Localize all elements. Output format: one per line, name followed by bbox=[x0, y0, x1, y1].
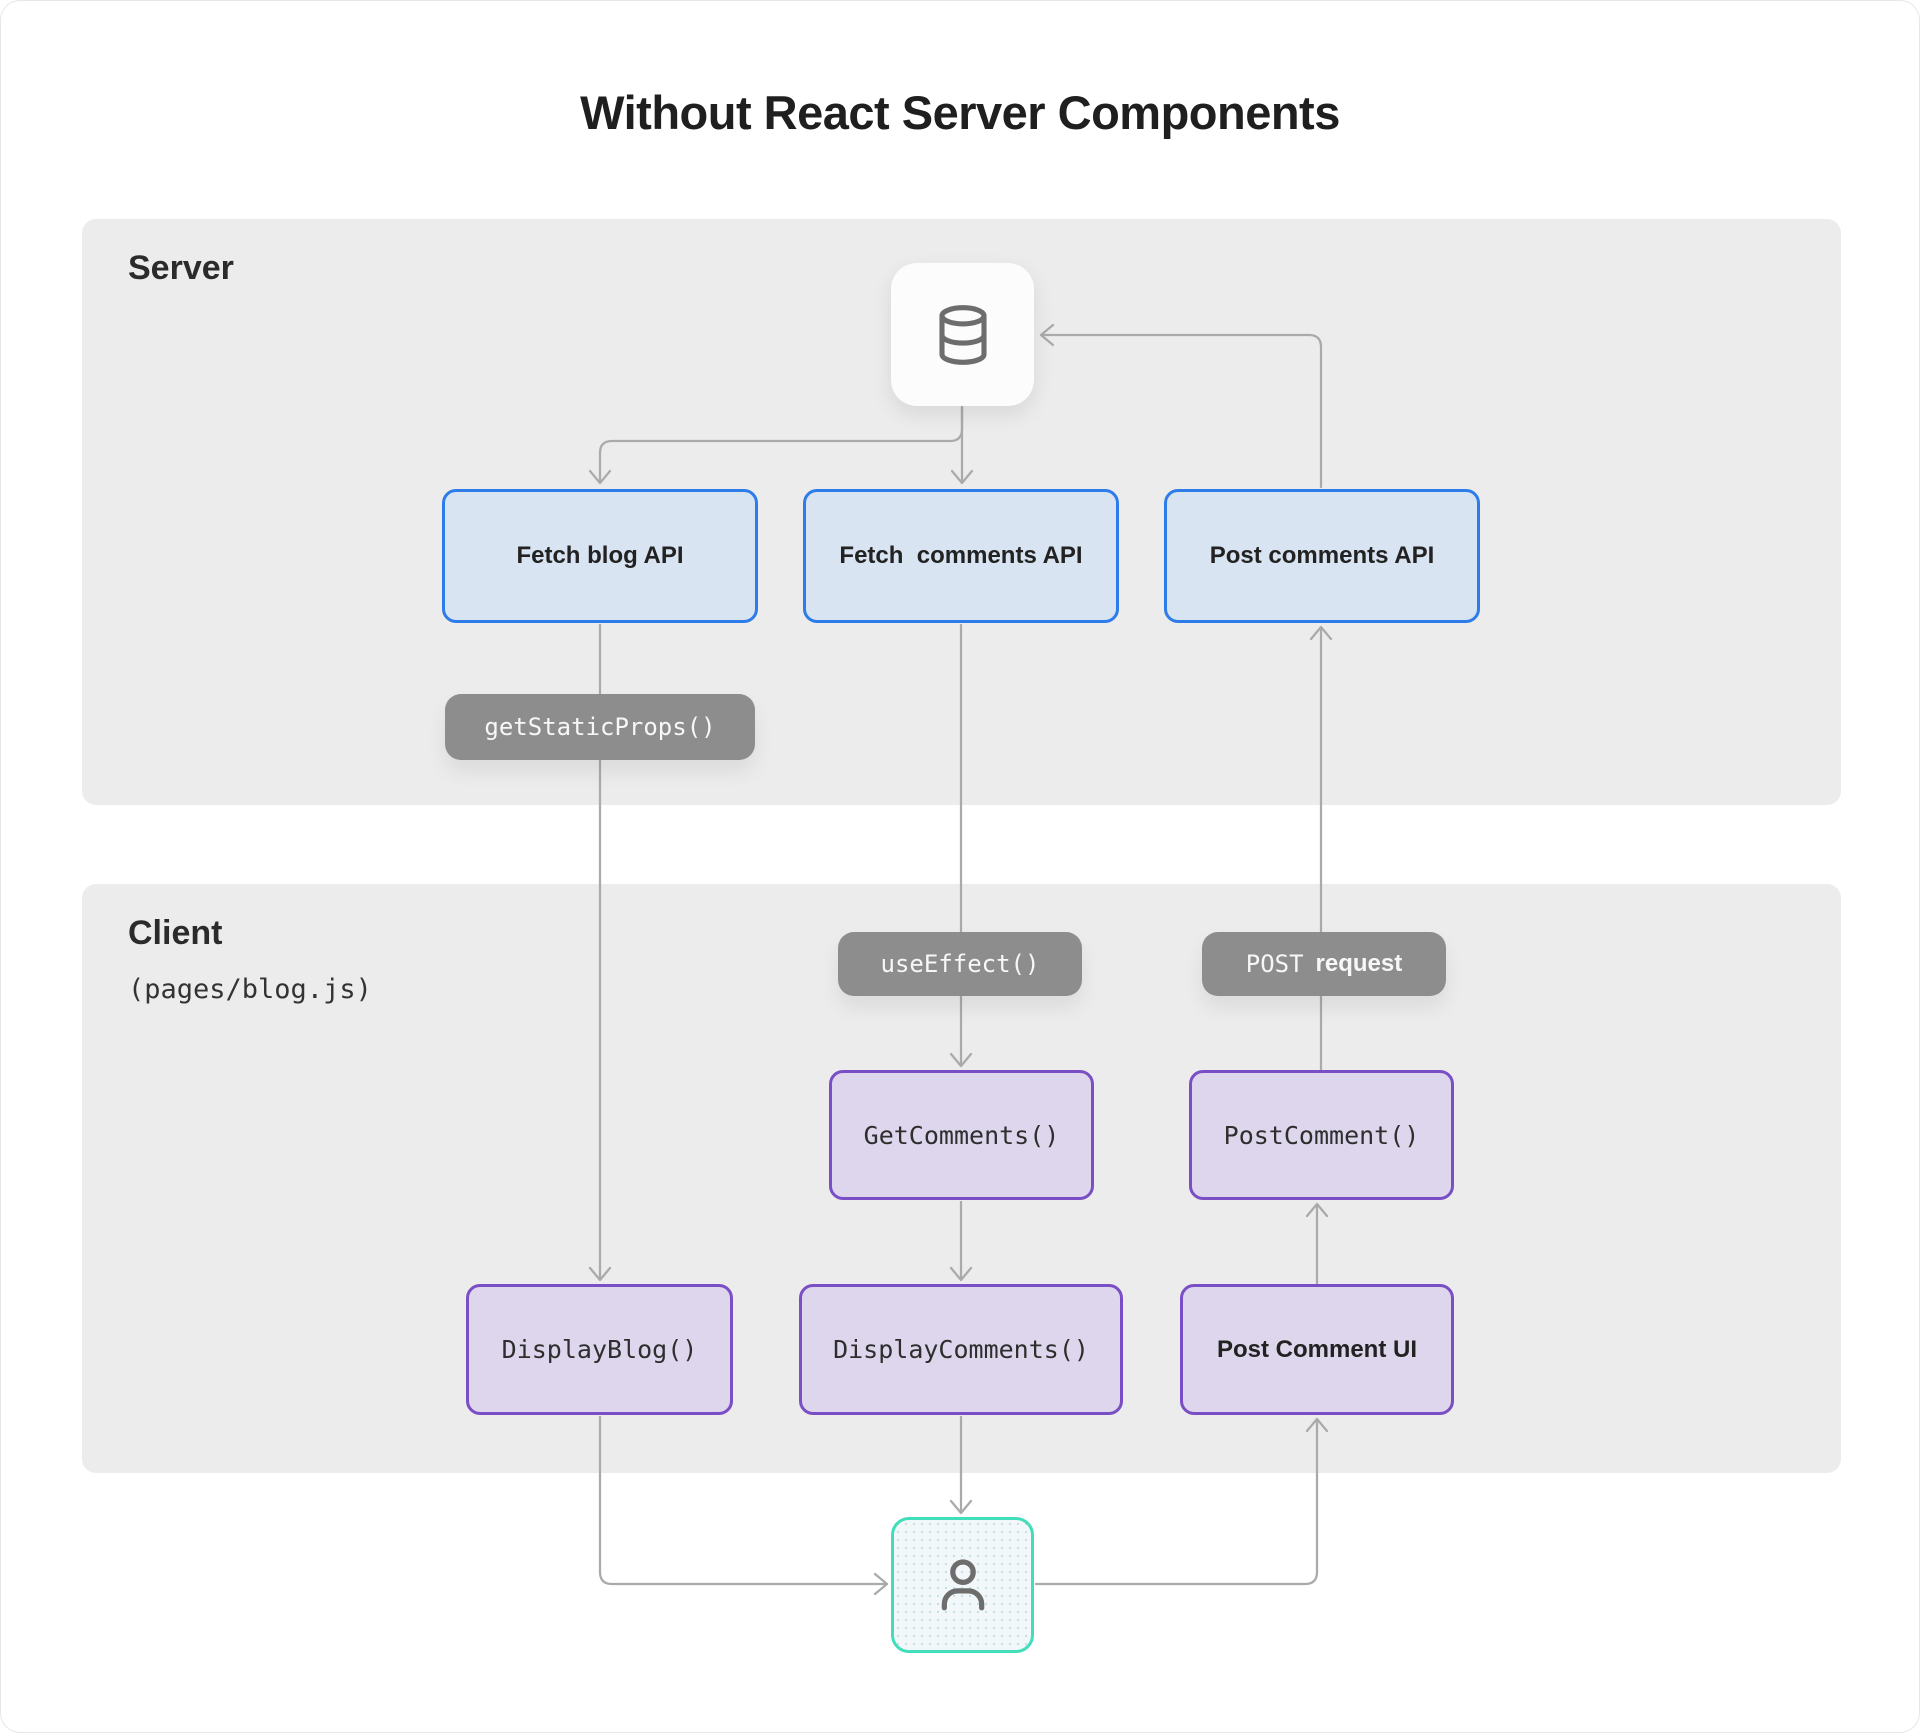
post-request-mono-label: POST bbox=[1245, 950, 1304, 978]
use-effect-pill: useEffect() bbox=[838, 932, 1082, 996]
post-comment-ui-label: Post Comment UI bbox=[1216, 1335, 1417, 1363]
get-static-props-pill: getStaticProps() bbox=[445, 694, 755, 760]
post-comment-label: PostComment() bbox=[1223, 1120, 1420, 1150]
arrowhead-up bbox=[1305, 1202, 1329, 1218]
display-blog-label: DisplayBlog() bbox=[501, 1335, 698, 1364]
post-comment-node: PostComment() bbox=[1189, 1070, 1454, 1200]
client-section-sublabel: (pages/blog.js) bbox=[128, 974, 372, 1005]
wire-display-blog-to-user bbox=[598, 1415, 887, 1586]
arrowhead-left bbox=[1039, 323, 1055, 347]
arrowhead-right bbox=[873, 1572, 889, 1596]
user-icon bbox=[941, 1559, 984, 1611]
arrowhead-down bbox=[588, 469, 612, 485]
user-node bbox=[891, 1517, 1034, 1653]
display-blog-node: DisplayBlog() bbox=[466, 1284, 733, 1415]
arrowhead-down bbox=[949, 1499, 973, 1515]
arrowhead-up bbox=[1309, 625, 1333, 641]
wire-post-comments-to-db bbox=[1041, 333, 1323, 489]
client-section-label: Client bbox=[128, 914, 223, 952]
arrowhead-down bbox=[949, 1052, 973, 1068]
post-comments-api-node: Post comments API bbox=[1164, 489, 1480, 623]
arrowhead-up bbox=[1305, 1417, 1329, 1433]
post-comments-api-label: Post comments API bbox=[1209, 542, 1435, 569]
post-request-pill: POST request bbox=[1202, 932, 1446, 996]
wire-user-to-post-comment-ui bbox=[1034, 1419, 1319, 1586]
display-comments-node: DisplayComments() bbox=[799, 1284, 1123, 1415]
get-static-props-label: getStaticProps() bbox=[484, 713, 716, 741]
database-node bbox=[891, 263, 1034, 406]
arrowhead-down bbox=[950, 469, 974, 485]
get-comments-node: GetComments() bbox=[829, 1070, 1094, 1200]
get-comments-label: GetComments() bbox=[863, 1120, 1060, 1150]
arrowhead-down bbox=[588, 1266, 612, 1282]
server-section-label: Server bbox=[128, 249, 234, 287]
fetch-comments-api-label: Fetch comments API bbox=[839, 542, 1083, 569]
fetch-comments-api-node: Fetch comments API bbox=[803, 489, 1119, 623]
wire-db-to-fetch-blog bbox=[598, 405, 964, 483]
use-effect-label: useEffect() bbox=[880, 950, 1040, 978]
fetch-blog-api-label: Fetch blog API bbox=[516, 542, 684, 569]
fetch-blog-api-node: Fetch blog API bbox=[442, 489, 758, 623]
display-comments-label: DisplayComments() bbox=[833, 1335, 1089, 1364]
diagram-title: Without React Server Components bbox=[580, 86, 1340, 139]
database-icon bbox=[938, 304, 987, 365]
post-request-bold-label: request bbox=[1315, 950, 1403, 977]
post-comment-ui-node: Post Comment UI bbox=[1180, 1284, 1454, 1415]
arrowhead-down bbox=[949, 1266, 973, 1282]
